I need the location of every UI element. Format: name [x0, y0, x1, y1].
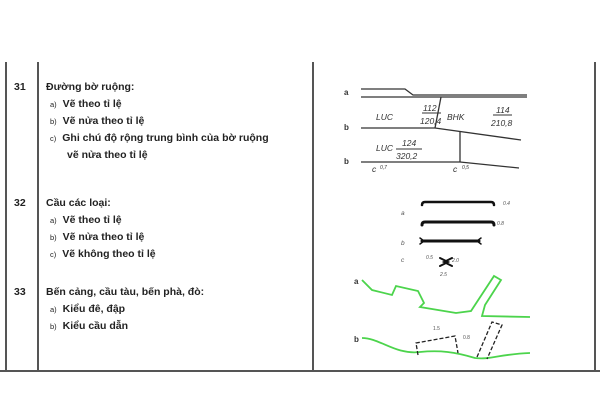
list-item: vẽ nửa theo tỉ lệ: [67, 149, 148, 161]
land-area: 320,2: [396, 151, 418, 161]
land-code: LUC: [376, 112, 394, 122]
width-value: 0,7: [380, 165, 387, 171]
item-text: vẽ nửa theo tỉ lệ: [67, 149, 148, 161]
symbol-pier: [415, 321, 503, 360]
land-number: 112: [423, 103, 437, 113]
label-a: a: [401, 210, 405, 217]
item-label: a): [50, 100, 57, 109]
table-border-bottom: [0, 370, 600, 372]
size-value: 2.0: [451, 258, 459, 264]
list-item: c) Vẽ không theo tỉ lệ: [50, 248, 156, 260]
width-value: 0,5: [462, 165, 469, 171]
table-border-left: [5, 62, 7, 372]
row-title: Đường bờ ruộng:: [46, 81, 135, 93]
label-b: b: [401, 240, 405, 247]
land-code: BHK: [447, 112, 465, 122]
list-item: c) Ghi chú độ rộng trung bình của bờ ruộn…: [50, 132, 269, 144]
land-number: 124: [402, 138, 416, 148]
row-number: 32: [14, 197, 26, 209]
item-text: Ghi chú độ rộng trung bình của bờ ruộng: [62, 132, 269, 144]
item-text: Vẽ theo tỉ lệ: [62, 98, 122, 110]
land-area: 210,8: [490, 118, 513, 128]
item-text: Kiểu cầu dẫn: [62, 320, 129, 332]
width-label: c: [453, 164, 458, 174]
row-number: 31: [14, 81, 26, 93]
item-text: Vẽ theo tỉ lệ: [62, 214, 122, 226]
row-number: 33: [14, 286, 26, 298]
item-label: b): [50, 322, 57, 331]
label-a: a: [354, 277, 359, 286]
size-value: 0.5: [426, 255, 433, 261]
land-number: 114: [496, 105, 510, 115]
item-text: Vẽ nửa theo tỉ lệ: [62, 115, 145, 127]
list-item: a) Vẽ theo tỉ lệ: [50, 214, 122, 226]
width-value: 0.8: [497, 221, 504, 227]
table-divider-symbol: [312, 62, 314, 372]
list-item: a) Vẽ theo tỉ lệ: [50, 98, 122, 110]
size-value: 2.5: [439, 272, 447, 278]
item-text: Vẽ không theo tỉ lệ: [62, 248, 156, 260]
item-label: b): [50, 233, 57, 242]
item-text: Kiểu đê, đập: [62, 303, 126, 315]
label-c: c: [401, 257, 405, 264]
size-value: 0.8: [463, 335, 470, 341]
size-value: 1.5: [433, 326, 440, 332]
item-label: a): [50, 305, 57, 314]
item-label: a): [50, 216, 57, 225]
item-label: c): [50, 250, 57, 259]
symbol-port: [361, 274, 531, 360]
table-border-right: [594, 62, 596, 372]
land-code: LUC: [376, 143, 394, 153]
symbol-bridge: [419, 200, 496, 267]
row-title: Cầu các loại:: [46, 197, 111, 209]
list-item: b) Kiểu cầu dẫn: [50, 320, 128, 332]
item-label: c): [50, 134, 57, 143]
land-area: 120,4: [420, 116, 442, 126]
list-item: a) Kiểu đê, đập: [50, 303, 125, 315]
symbol-field-embankment: [361, 88, 527, 169]
item-text: Vẽ nửa theo tỉ lệ: [62, 231, 145, 243]
label-b: b: [354, 335, 359, 344]
label-a: a: [344, 88, 349, 97]
width-value: 0.4: [503, 201, 510, 207]
label-b: b: [344, 123, 349, 132]
row-title: Bến cảng, cầu tàu, bến phà, đò:: [46, 286, 205, 298]
width-label: c: [372, 164, 377, 174]
table-divider-number: [37, 62, 39, 372]
list-item: b) Vẽ nửa theo tỉ lệ: [50, 231, 144, 243]
item-label: b): [50, 117, 57, 126]
label-b: b: [344, 157, 349, 166]
list-item: b) Vẽ nửa theo tỉ lệ: [50, 115, 144, 127]
